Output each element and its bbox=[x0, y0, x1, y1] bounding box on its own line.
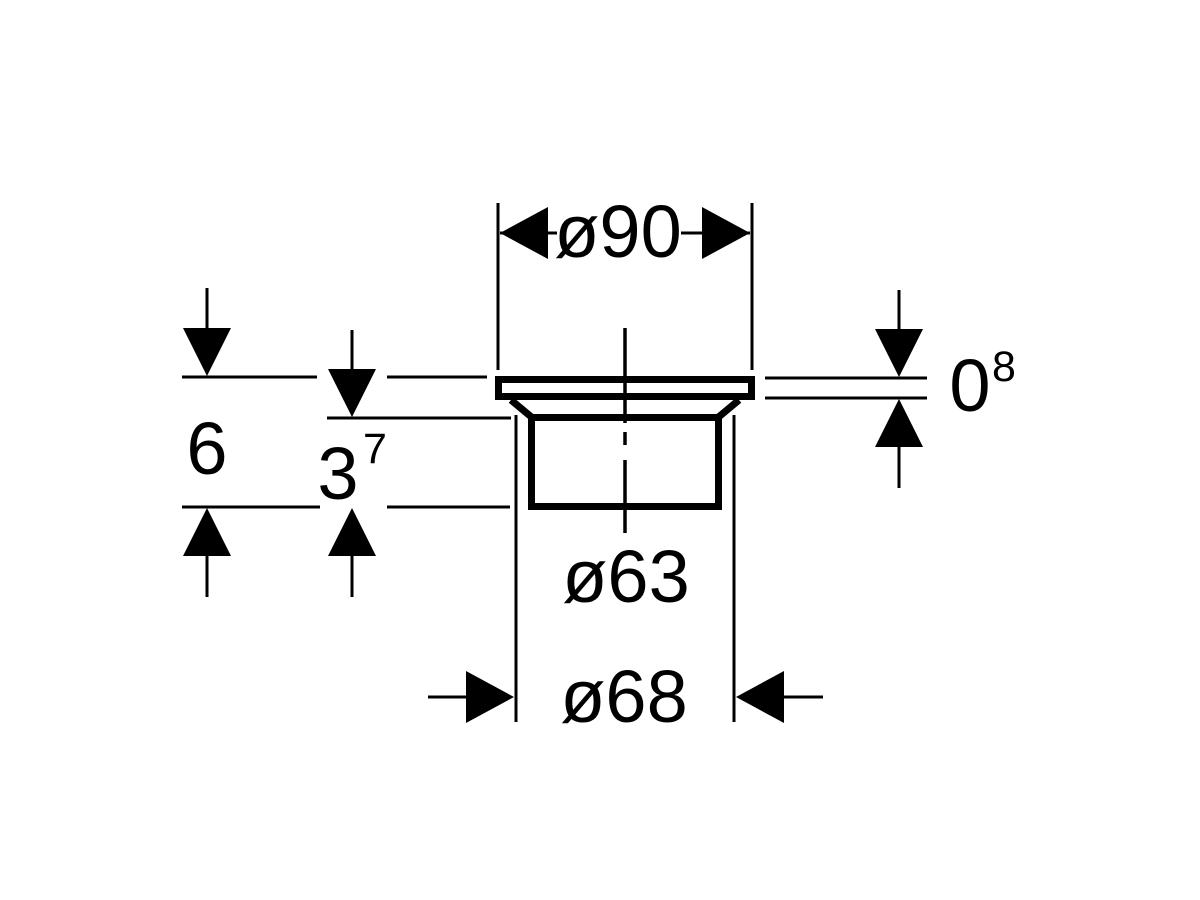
arrow-left-icon bbox=[500, 207, 548, 259]
arrow-up-icon bbox=[875, 399, 923, 447]
arrow-up-icon bbox=[183, 508, 231, 556]
arrow-down-icon bbox=[183, 328, 231, 376]
flange-plate bbox=[495, 376, 755, 400]
label-outer-diameter: ø68 bbox=[560, 655, 688, 738]
label-inner-diameter: ø63 bbox=[562, 535, 690, 618]
socket-body bbox=[528, 414, 722, 510]
arrow-up-icon bbox=[328, 508, 376, 556]
arrow-left-icon bbox=[736, 671, 784, 723]
dimension-inner-diameter: ø63 bbox=[562, 535, 690, 618]
label-top-diameter: ø90 bbox=[554, 190, 682, 273]
left-leader-lines bbox=[182, 375, 511, 509]
dimension-socket-height: 3 7 bbox=[317, 330, 387, 597]
arrow-right-icon bbox=[466, 671, 514, 723]
label-socket-height: 3 bbox=[317, 432, 358, 515]
arrow-down-icon bbox=[875, 329, 923, 377]
arrow-down-icon bbox=[328, 369, 376, 417]
dimension-top-diameter: ø90 bbox=[496, 190, 754, 370]
arrow-right-icon bbox=[702, 207, 750, 259]
part-outline bbox=[495, 376, 755, 510]
label-socket-height-superscript: 7 bbox=[363, 425, 387, 473]
dimension-outer-diameter: ø68 bbox=[428, 415, 823, 738]
dimension-flange-thickness: 0 8 bbox=[765, 290, 1016, 488]
label-flange-thickness: 0 bbox=[949, 344, 990, 427]
label-flange-thickness-superscript: 8 bbox=[992, 343, 1016, 391]
label-overall-height: 6 bbox=[186, 407, 227, 490]
dimension-overall-height: 6 bbox=[183, 288, 231, 597]
